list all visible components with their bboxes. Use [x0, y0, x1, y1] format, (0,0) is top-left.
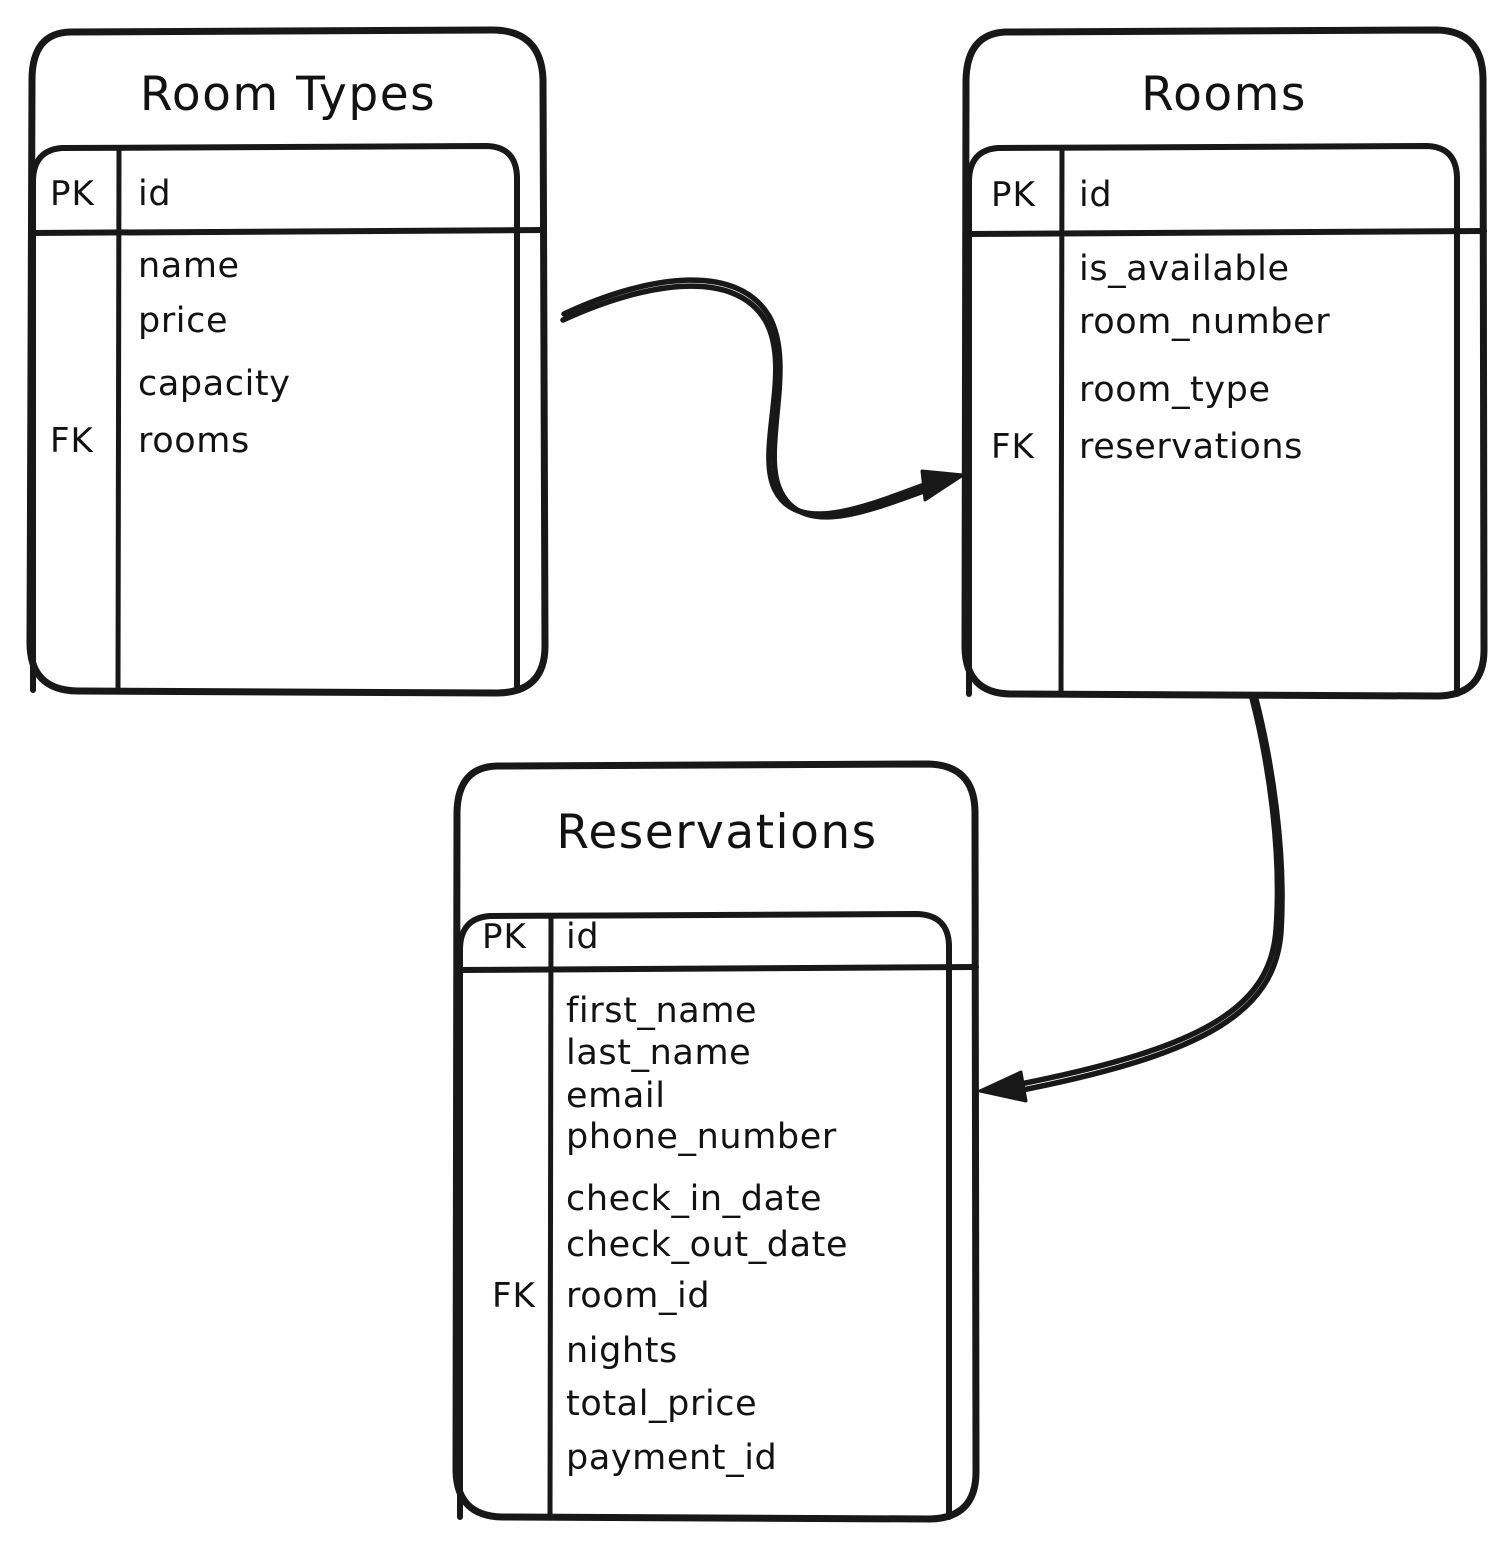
reservations-field-3: phone_number	[566, 1117, 837, 1157]
rooms-pk-field: id	[1079, 175, 1112, 215]
reservations-outer-border	[452, 760, 980, 1523]
rooms-pk-label: PK	[991, 175, 1037, 215]
reservations-body-left-curve	[457, 913, 493, 1520]
table-reservations[interactable]: Reservations PK id first_name last_name …	[452, 760, 980, 1523]
room-types-pk-field: id	[138, 174, 171, 214]
room-types-column-divider	[115, 145, 122, 694]
table-room-types[interactable]: Room Types PK id name price capacity roo…	[26, 26, 549, 697]
room-types-title: Room Types	[140, 67, 436, 122]
relationship-1-curve-a	[560, 283, 947, 517]
room-types-field-3: rooms	[138, 421, 250, 461]
rooms-body-border	[995, 143, 1460, 697]
reservations-header-rule	[455, 964, 979, 973]
rooms-outer-border	[961, 26, 1488, 700]
reservations-pk-field: id	[566, 917, 599, 957]
reservations-field-8: total_price	[566, 1384, 757, 1424]
reservations-field-5: check_out_date	[566, 1225, 848, 1265]
reservations-field-2: email	[566, 1076, 666, 1116]
relationship-room-types-to-rooms[interactable]	[560, 277, 965, 520]
reservations-column-divider	[547, 913, 554, 1521]
relationship-2-arrowhead	[978, 1070, 1028, 1103]
room-types-fk-label: FK	[50, 421, 95, 461]
reservations-pk-label: PK	[482, 917, 528, 957]
rooms-field-1: room_number	[1079, 302, 1330, 342]
relationship-2-curve-a	[997, 695, 1281, 1091]
room-types-header-rule	[28, 227, 547, 236]
room-types-body-left-curve	[30, 145, 65, 693]
relationship-1-curve-b	[561, 277, 949, 520]
table-rooms[interactable]: Rooms PK id is_available room_number roo…	[961, 26, 1488, 700]
rooms-field-2: room_type	[1079, 370, 1271, 410]
relationship-2-curve-b	[999, 696, 1285, 1097]
room-types-field-2: capacity	[138, 364, 291, 404]
room-types-outer-border	[26, 26, 549, 697]
room-types-body-border	[59, 143, 520, 693]
reservations-field-0: first_name	[566, 991, 757, 1031]
rooms-column-divider	[1058, 145, 1065, 698]
relationship-1-arrowhead	[920, 469, 965, 502]
reservations-field-9: payment_id	[566, 1438, 777, 1478]
room-types-field-0: name	[138, 246, 240, 286]
reservations-field-1: last_name	[566, 1033, 751, 1073]
reservations-field-4: check_in_date	[566, 1179, 822, 1219]
reservations-title: Reservations	[556, 805, 877, 860]
room-types-pk-label: PK	[50, 174, 96, 214]
reservations-field-7: nights	[566, 1331, 678, 1371]
rooms-title: Rooms	[1141, 67, 1307, 122]
rooms-body-left-curve	[966, 145, 1001, 697]
rooms-fk-label: FK	[991, 427, 1036, 467]
rooms-field-3: reservations	[1079, 427, 1303, 467]
room-types-field-1: price	[138, 301, 228, 341]
rooms-header-rule	[964, 228, 1487, 237]
reservations-body-border	[487, 911, 952, 1520]
reservations-fk-label: FK	[492, 1276, 537, 1316]
relationship-rooms-to-reservations[interactable]	[978, 695, 1285, 1103]
reservations-field-6: room_id	[566, 1276, 710, 1316]
rooms-field-0: is_available	[1079, 249, 1290, 289]
